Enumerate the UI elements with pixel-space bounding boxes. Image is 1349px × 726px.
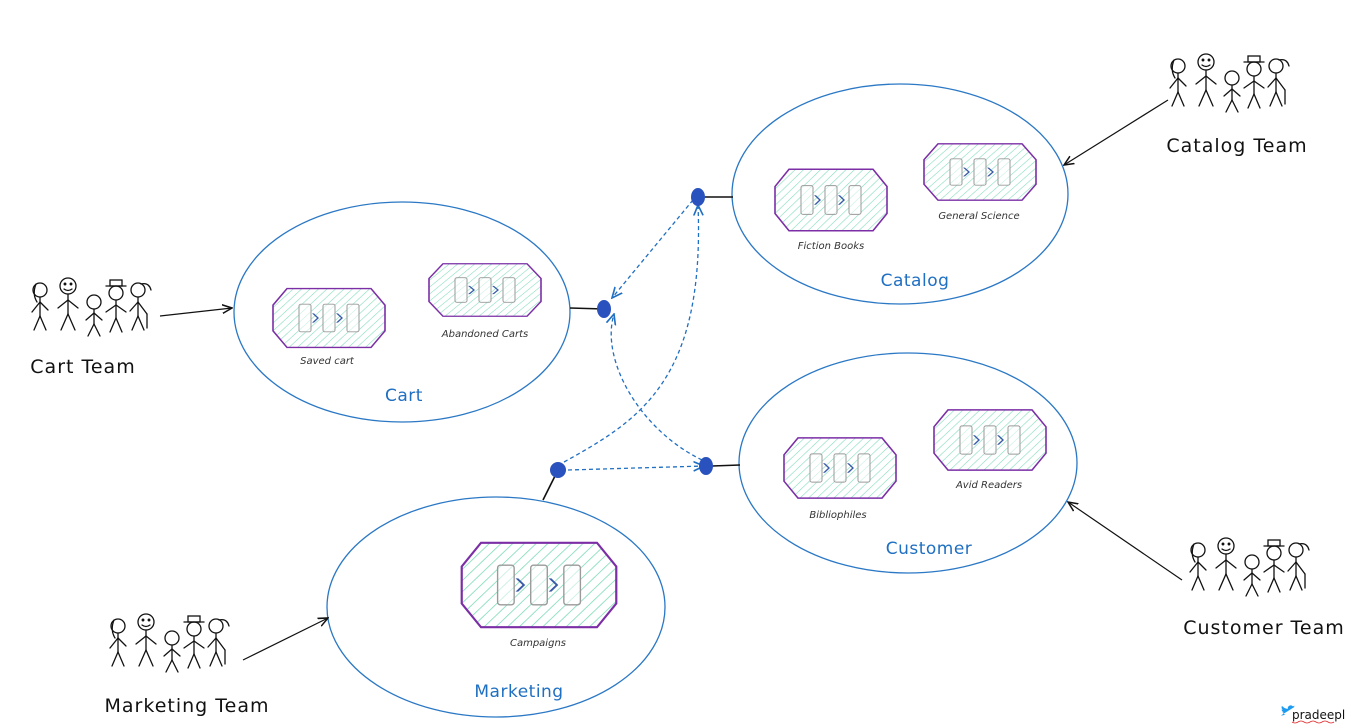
- service-avid-readers: Avid Readers: [933, 409, 1047, 491]
- service-saved-cart: Saved cart: [272, 287, 386, 367]
- credit-handle: pradeepl: [1292, 708, 1345, 722]
- ownership-arrows: [159, 99, 1183, 661]
- catalog-port-node: [691, 188, 705, 206]
- customer-context-label: Customer: [886, 539, 973, 559]
- cart-port-node: [597, 300, 611, 318]
- port-connectors: [542, 196, 741, 501]
- marketing-context-label: Marketing: [474, 682, 563, 702]
- port-nodes: [550, 188, 713, 478]
- async-links: [563, 199, 704, 470]
- team-label: Customer Team: [1183, 617, 1345, 639]
- cart-context-ellipse: [233, 201, 571, 423]
- service-campaigns: Campaigns: [460, 541, 618, 649]
- catalog-team: Catalog Team: [1166, 53, 1307, 157]
- customer-port-node: [699, 457, 713, 475]
- spellcheck-underline: [1291, 720, 1335, 724]
- marketing-port-node: [550, 462, 566, 478]
- service-label: Bibliophiles: [809, 510, 866, 521]
- credit: pradeepl: [1281, 705, 1345, 724]
- team-label: Cart Team: [30, 356, 135, 378]
- twitter-bird-icon: [1281, 705, 1295, 716]
- service-label: Saved cart: [300, 356, 355, 367]
- service-fiction-books: Fiction Books: [774, 168, 888, 252]
- cart-context-label: Cart: [385, 386, 423, 406]
- catalog-context-label: Catalog: [881, 271, 950, 291]
- service-bibliophiles: Bibliophiles: [783, 437, 897, 521]
- catalog-context-ellipse: [731, 83, 1069, 305]
- service-abandoned-carts: Abandoned Carts: [428, 262, 542, 340]
- marketing-team: Marketing Team: [105, 613, 270, 717]
- service-label: General Science: [938, 211, 1019, 222]
- customer-context-ellipse: [738, 352, 1078, 574]
- marketing-context-ellipse: [326, 496, 666, 718]
- service-label: Fiction Books: [798, 241, 864, 252]
- team-label: Marketing Team: [105, 695, 270, 717]
- customer-team: Customer Team: [1183, 537, 1345, 639]
- cart-team: Cart Team: [30, 277, 152, 378]
- service-label: Abandoned Carts: [441, 329, 529, 340]
- service-general-science: General Science: [923, 143, 1037, 222]
- team-label: Catalog Team: [1166, 135, 1307, 157]
- service-label: Avid Readers: [955, 480, 1022, 491]
- service-label: Campaigns: [510, 638, 566, 649]
